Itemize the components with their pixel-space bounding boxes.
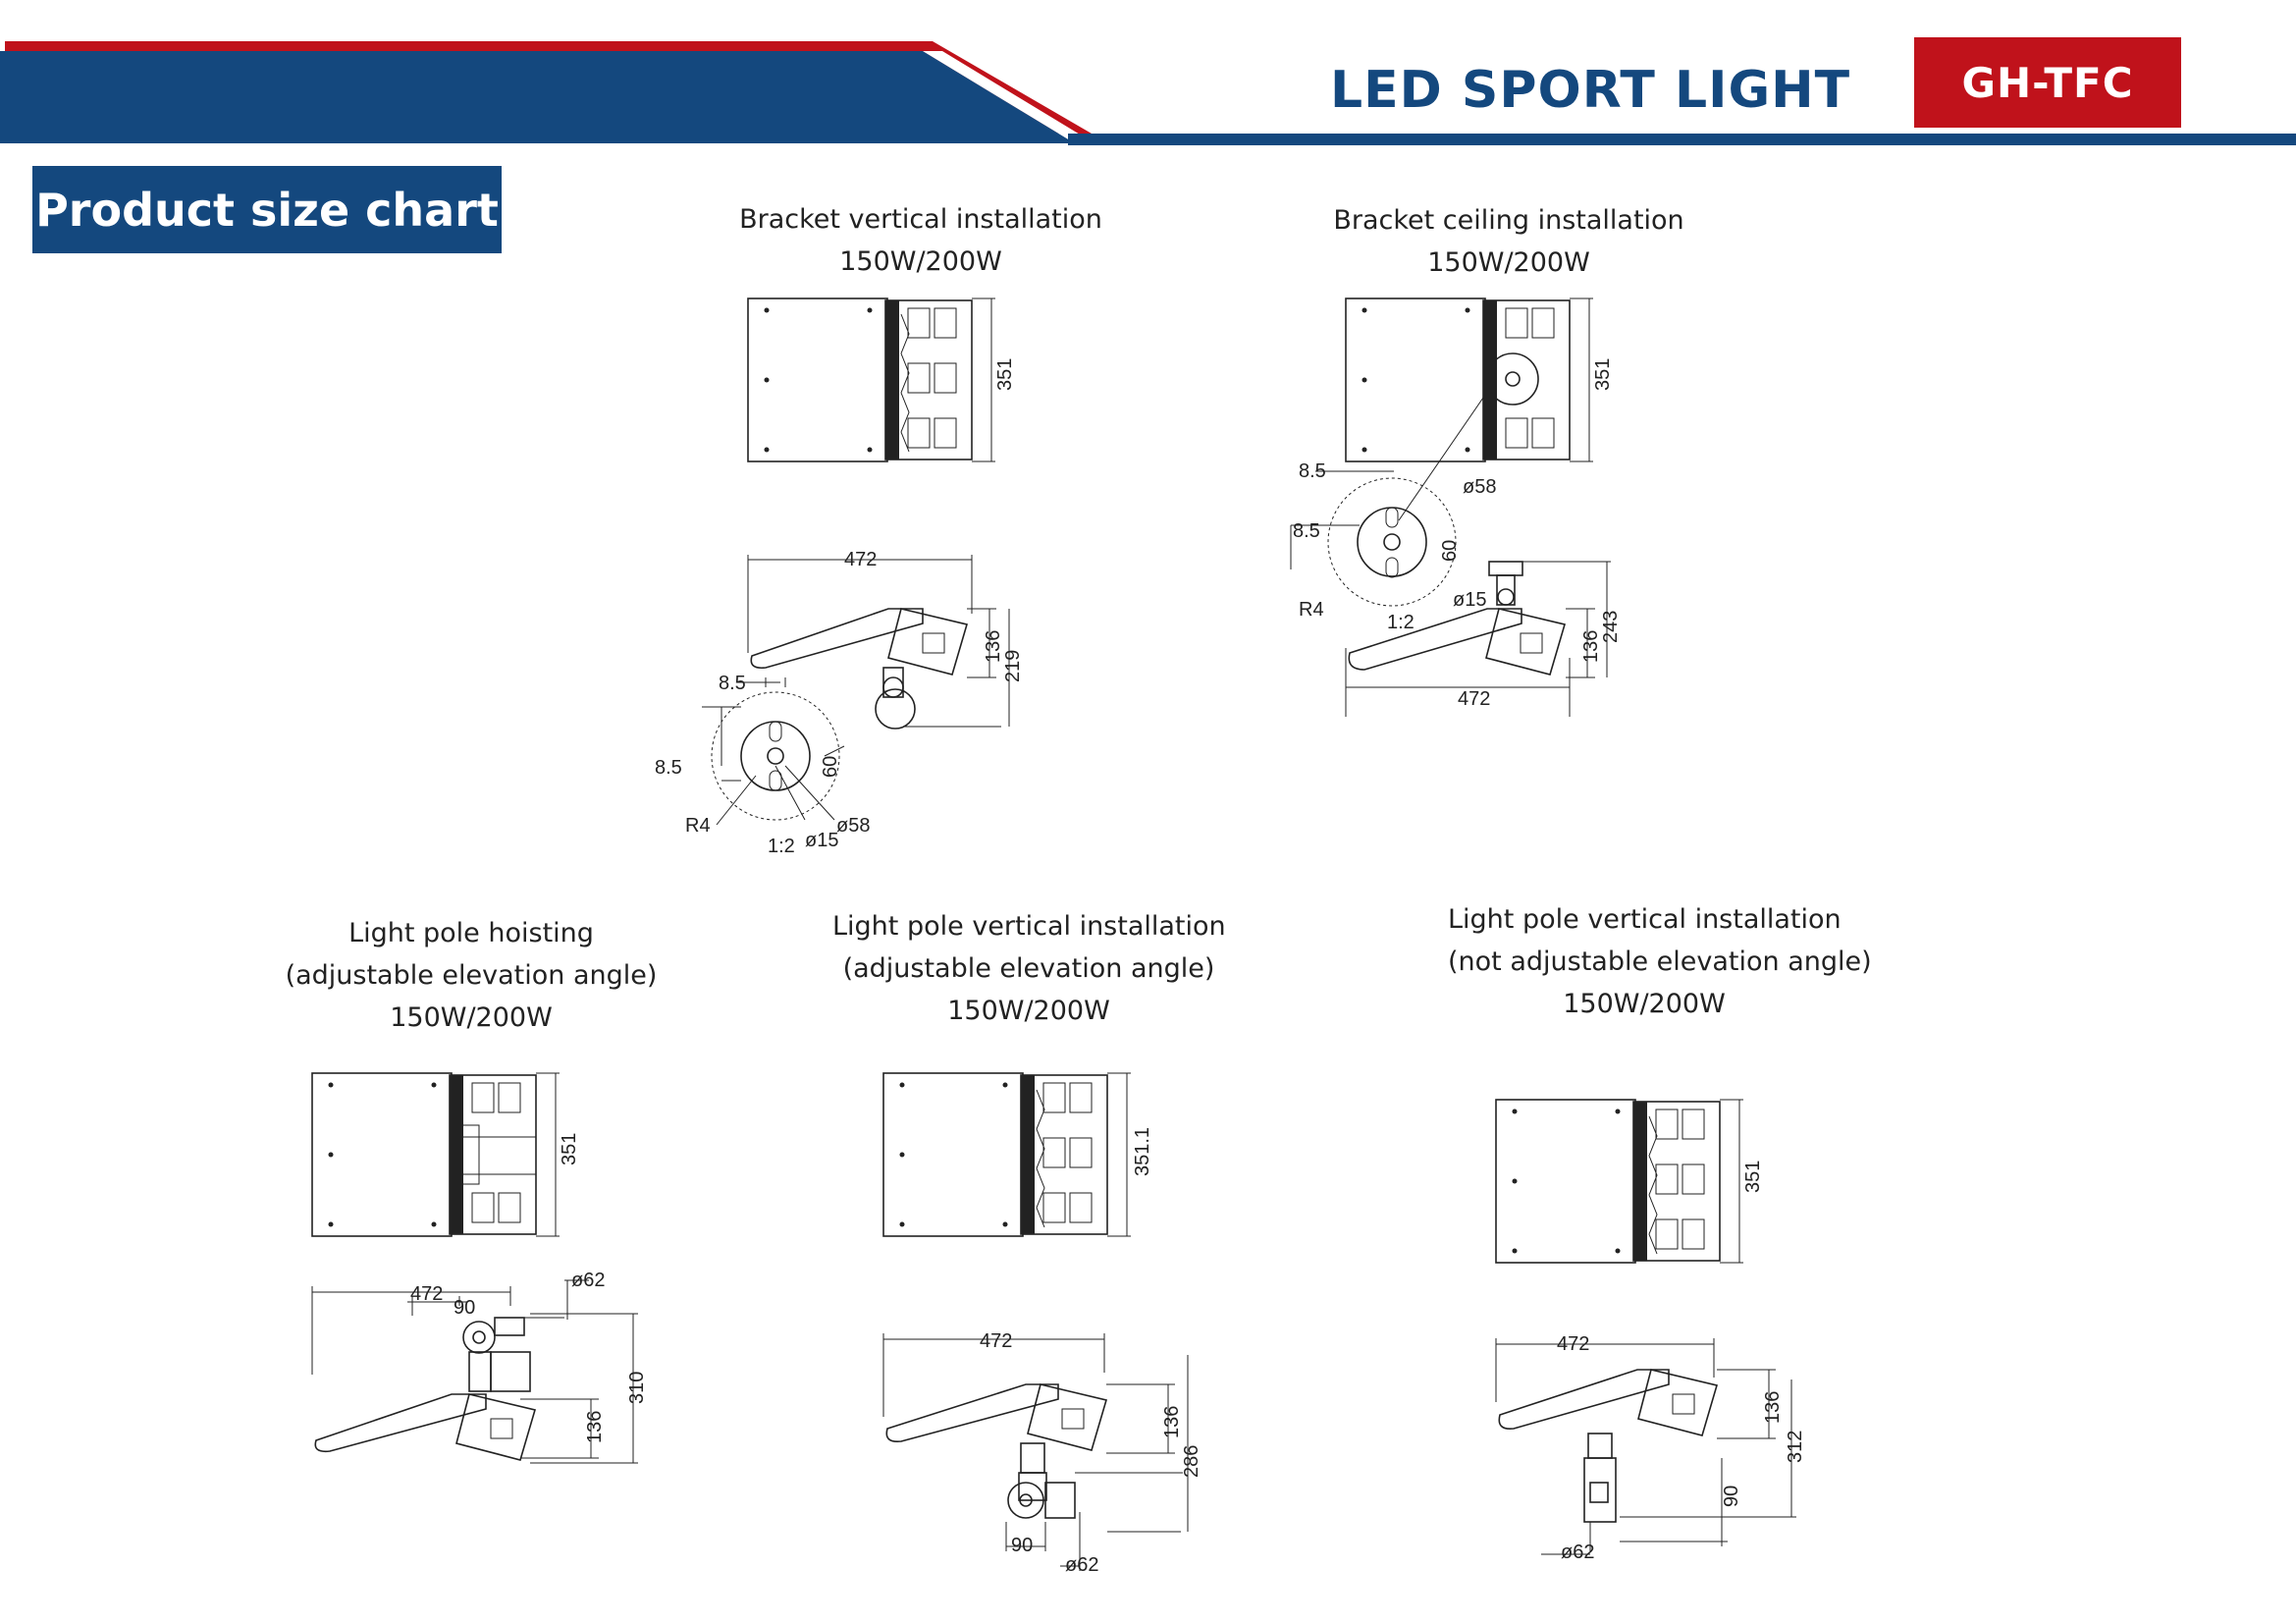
- dim-dia-outer: ø58: [836, 815, 870, 837]
- top-view: 351.1: [882, 1072, 1153, 1237]
- dim-side: 136: [584, 1411, 606, 1443]
- caption-line: Bracket vertical installation: [739, 204, 1102, 235]
- dim-gap-b: 8.5: [655, 757, 682, 779]
- scale-label: 1:2: [1387, 612, 1415, 633]
- side-view: 472 136 219: [747, 549, 1024, 730]
- dim-gap-b: 8.5: [1293, 520, 1320, 542]
- top-view: 351: [1495, 1099, 1764, 1264]
- dim-angle: 60: [1439, 540, 1461, 562]
- dim-length: 472: [410, 1283, 443, 1305]
- caption-bracket-vertical: Bracket vertical installation 150W/200W: [724, 198, 1117, 283]
- dim-length: 472: [844, 549, 877, 570]
- dim-side: 136: [1762, 1391, 1784, 1424]
- caption-line: 150W/200W: [1427, 247, 1590, 278]
- caption-line: 150W/200W: [947, 996, 1110, 1026]
- dim-side: 136: [1580, 630, 1602, 663]
- dim-pipe: ø62: [1561, 1542, 1594, 1563]
- dim-dia-inner: ø15: [1453, 589, 1486, 611]
- page-title: LED SPORT LIGHT: [1330, 61, 1851, 120]
- drawing-pole-vertical-fixed: 351 472 136 312 90 ø62: [1495, 1099, 1806, 1563]
- dim-height: 351: [994, 358, 1016, 391]
- dim-arm: 90: [1721, 1486, 1742, 1507]
- caption-line: Light pole hoisting: [348, 918, 594, 948]
- bracket-detail: 8.5 8.5 ø58 60 R4 ø15 1:2: [1290, 397, 1496, 633]
- caption-line: (not adjustable elevation angle): [1448, 947, 1872, 977]
- dim-total: 312: [1785, 1431, 1806, 1463]
- dim-height: 351: [1592, 358, 1614, 391]
- dim-pipe: ø62: [571, 1270, 605, 1291]
- dim-dia-inner: ø15: [805, 830, 838, 851]
- section-label: Product size chart: [32, 166, 502, 253]
- dim-angle: 60: [820, 756, 841, 778]
- drawing-bracket-vertical: 351 472 136 219 8.5 8.5 60 ø58 ø15 R4 1:…: [655, 298, 1024, 857]
- dim-total: 310: [626, 1372, 648, 1404]
- scale-label: 1:2: [768, 836, 795, 857]
- model-badge: GH-TFC: [1914, 37, 2181, 128]
- side-view: 472 136 312 90 ø62: [1495, 1333, 1806, 1563]
- dim-radius: R4: [685, 815, 711, 837]
- caption-line: Light pole vertical installation: [832, 911, 1226, 942]
- dim-side: 136: [1161, 1406, 1183, 1438]
- dim-gap-a: 8.5: [1299, 460, 1326, 482]
- dim-height: 351: [1742, 1161, 1764, 1193]
- side-view: 472 136 243: [1345, 561, 1622, 717]
- dim-dia-outer: ø58: [1463, 476, 1496, 498]
- dim-length: 472: [980, 1330, 1012, 1352]
- caption-line: Light pole vertical installation: [1448, 904, 1842, 935]
- dim-total: 243: [1600, 611, 1622, 643]
- dim-pipe: ø62: [1065, 1554, 1098, 1576]
- dim-height: 351.1: [1132, 1127, 1153, 1176]
- caption-line: 150W/200W: [390, 1002, 553, 1033]
- dim-total: 219: [1002, 650, 1024, 682]
- caption-line: 150W/200W: [839, 246, 1002, 277]
- drawing-pole-hoisting: 351 472 90 ø62 136 310: [311, 1072, 648, 1464]
- caption-pole-hoisting: Light pole hoisting (adjustable elevatio…: [275, 912, 667, 1039]
- side-view: 472 136 286 90 ø62: [882, 1330, 1202, 1576]
- caption-bracket-ceiling: Bracket ceiling installation 150W/200W: [1312, 199, 1705, 284]
- top-view: 351: [747, 298, 1016, 462]
- dim-arm: 90: [1011, 1535, 1033, 1556]
- dim-height: 351: [559, 1133, 580, 1165]
- header-banner: [0, 41, 2296, 145]
- caption-line: Bracket ceiling installation: [1333, 205, 1684, 236]
- dim-side: 136: [983, 630, 1004, 663]
- dim-radius: R4: [1299, 599, 1324, 621]
- dim-total: 286: [1181, 1445, 1202, 1478]
- dim-arm: 90: [454, 1297, 475, 1319]
- dim-length: 472: [1557, 1333, 1589, 1355]
- bracket-detail: 8.5 8.5 60 ø58 ø15 R4 1:2: [655, 673, 870, 857]
- caption-line: (adjustable elevation angle): [285, 960, 658, 991]
- caption-line: (adjustable elevation angle): [842, 953, 1215, 984]
- top-view: 351: [311, 1072, 580, 1237]
- drawing-bracket-ceiling: 351 8.5 8.5 ø58 60 R4 ø15 1:2 472 136 24…: [1290, 298, 1622, 717]
- caption-line: 150W/200W: [1563, 989, 1726, 1019]
- side-view: 472 90 ø62 136 310: [311, 1270, 648, 1464]
- drawing-pole-vertical-adjustable: 351.1 472 136 286 90 ø62: [882, 1072, 1202, 1576]
- caption-pole-vertical-adjustable: Light pole vertical installation (adjust…: [832, 905, 1226, 1032]
- caption-pole-vertical-fixed: Light pole vertical installation (not ad…: [1448, 898, 1872, 1025]
- dim-gap-a: 8.5: [719, 673, 746, 694]
- top-view: 351: [1345, 298, 1614, 462]
- dim-length: 472: [1458, 688, 1490, 710]
